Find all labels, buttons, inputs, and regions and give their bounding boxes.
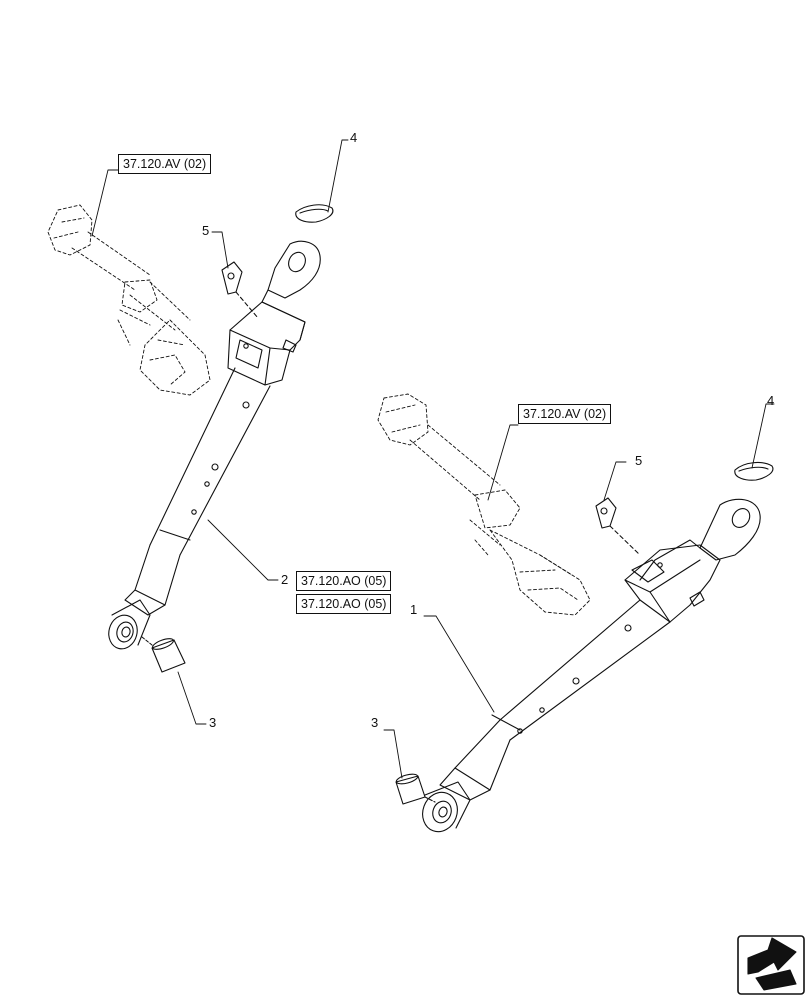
callout-right-4: 4 xyxy=(767,393,775,408)
left-leader-lines xyxy=(91,139,349,725)
reference-box-left-av[interactable]: 37.120.AV (02) xyxy=(118,154,212,174)
right-hydraulic-cylinder-ghost xyxy=(377,393,591,616)
left-clip-item-4 xyxy=(295,204,334,223)
reference-box-upper-ao[interactable]: 37.120.AO (05) xyxy=(296,571,392,591)
right-bushing-item-3 xyxy=(395,773,436,805)
right-leader-lines xyxy=(383,403,775,779)
left-bushing-item-3 xyxy=(141,636,186,673)
right-clip-item-4 xyxy=(734,461,774,481)
reference-box-lower-ao[interactable]: 37.120.AO (05) xyxy=(296,594,392,614)
next-page-arrow-icon[interactable] xyxy=(738,936,804,994)
callout-left-2: 2 xyxy=(281,572,289,587)
callout-right-1: 1 xyxy=(410,602,418,617)
callout-left-3: 3 xyxy=(209,715,217,730)
left-lower-link-arm xyxy=(108,240,321,650)
left-hydraulic-cylinder-ghost xyxy=(47,204,211,396)
callout-right-5: 5 xyxy=(635,453,643,468)
callout-right-3: 3 xyxy=(371,715,379,730)
left-pin-item-5 xyxy=(221,261,259,319)
callout-left-5: 5 xyxy=(202,223,210,238)
next-page-arrow-icon-art xyxy=(737,935,805,995)
callout-left-4: 4 xyxy=(350,130,358,145)
right-pin-item-5 xyxy=(595,497,641,556)
right-lower-link-arm xyxy=(422,498,761,833)
reference-box-right-av[interactable]: 37.120.AV (02) xyxy=(518,404,612,424)
